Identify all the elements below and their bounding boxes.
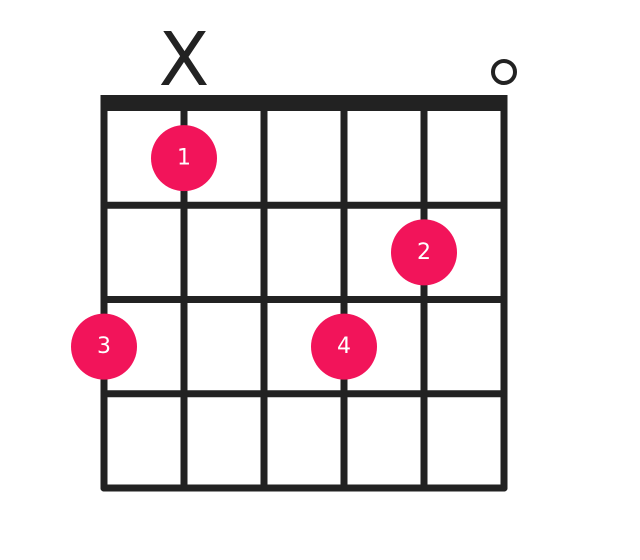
finger-dot-circle [391, 219, 457, 286]
finger-number: 1 [177, 146, 191, 171]
finger-number: 2 [417, 240, 431, 265]
finger-dot-1: 1 [151, 125, 217, 192]
open-string-marker [491, 59, 517, 85]
finger-number: 3 [97, 334, 111, 359]
finger-dot-circle [71, 313, 137, 380]
string-markers: X [159, 17, 517, 103]
finger-dot-circle [151, 125, 217, 192]
finger-dot-4: 4 [311, 313, 377, 380]
muted-string-marker: X [159, 17, 210, 103]
finger-number: 4 [337, 334, 351, 359]
finger-dot-3: 3 [71, 313, 137, 380]
finger-dot-circle [311, 313, 377, 380]
finger-dot-2: 2 [391, 219, 457, 286]
finger-positions: 1 2 3 4 [71, 125, 457, 380]
nut-bar [100, 95, 508, 111]
